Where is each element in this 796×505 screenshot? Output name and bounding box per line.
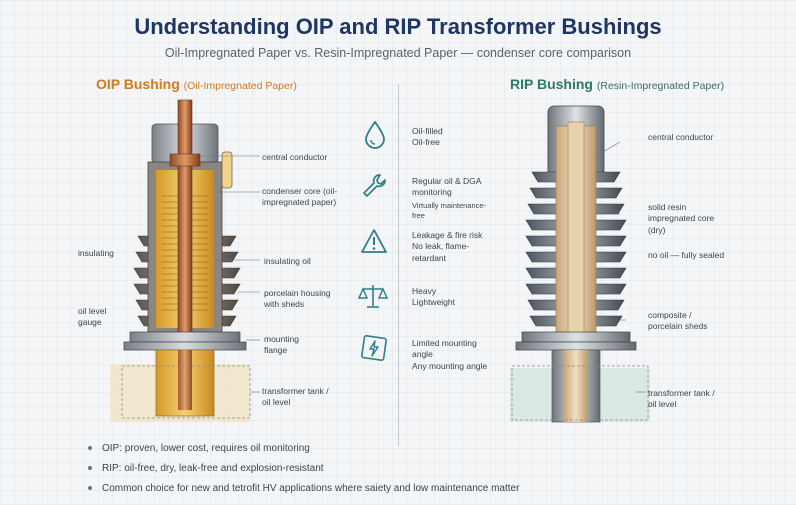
comparison-mounting: Limited mounting angle Any mounting angl…	[412, 338, 487, 372]
comparison-oil-oip: Oil-filled	[412, 126, 443, 136]
comparison-weight-oip: Heavy	[412, 286, 437, 296]
rip-label-composite: composite / porcelain sheds	[648, 310, 708, 332]
bullet-dot	[88, 466, 92, 470]
comparison-maintenance: Regular oil & DGA monitoring Virtually m…	[412, 176, 494, 221]
comparison-weight: Heavy Lightweight	[412, 286, 455, 309]
wrench-icon	[363, 174, 386, 197]
oip-heading: OIP Bushing (Oil-Impregnated Paper)	[96, 76, 297, 92]
bullet-common: Common choice for new and tetrofit HV ap…	[88, 478, 519, 498]
comparison-risk-rip: No leak, flame-retardant	[412, 241, 470, 263]
rip-heading-main: RIP Bushing	[510, 76, 593, 92]
oip-heading-sub: (Oil-Impregnated Paper)	[183, 80, 297, 92]
comparison-maintenance-oip: Regular oil & DGA monitoring	[412, 176, 481, 198]
comparison-oil-rip: Oil-free	[412, 137, 440, 148]
oip-label-insulating-oil: insulating oil	[264, 256, 311, 266]
oip-label-mounting-flange: mounting flange	[264, 334, 299, 356]
center-divider	[398, 84, 399, 446]
droplet-icon	[365, 120, 385, 149]
oip-label-tank: transformer tank / oil level	[262, 386, 329, 408]
rip-label-no-oil: no oil — fully sealed	[648, 250, 725, 260]
bullet-oip-text: OIP: proven, lower cost, requires oil mo…	[102, 442, 310, 454]
comparison-risk-oip: Leakage & fire risk	[412, 230, 483, 240]
oip-label-condenser-core: condenser core (oil-impregnated paper)	[262, 186, 338, 208]
page-title: Understanding OIP and RIP Transformer Bu…	[134, 14, 662, 39]
rip-heading: RIP Bushing (Resin-Impregnated Paper)	[510, 76, 724, 92]
rip-label-tank: transformer tank / oil level	[648, 388, 715, 410]
bullet-rip: RIP: oil-free, dry, leak-free and explos…	[88, 458, 519, 478]
oip-label-porcelain-housing: porcelain housing with sheds	[264, 288, 331, 310]
summary-bullets: OIP: proven, lower cost, requires oil mo…	[88, 438, 519, 498]
oip-heading-main: OIP Bushing	[96, 76, 180, 92]
bullet-dot	[88, 446, 92, 450]
comparison-weight-rip: Lightweight	[412, 297, 456, 308]
scale-icon	[358, 285, 388, 308]
rip-label-central-conductor: central conductor	[648, 132, 714, 142]
lightning-icon	[361, 335, 387, 361]
comparison-maintenance-rip: Virtually maintenance-free	[412, 200, 487, 221]
warning-icon	[361, 229, 387, 253]
bullet-common-text: Common choice for new and tetrofit HV ap…	[102, 482, 520, 494]
oip-label-central-conductor: central conductor	[262, 152, 328, 162]
bullet-oip: OIP: proven, lower cost, requires oil mo…	[88, 438, 519, 458]
comparison-mounting-oip: Limited mounting angle	[412, 338, 477, 360]
bullet-dot	[88, 486, 92, 490]
oip-label-insulating: insulating	[78, 248, 114, 258]
rip-bushing-illustration	[510, 105, 650, 423]
rip-label-solid-resin: solid resin impregnated core (dry)	[648, 202, 715, 235]
oip-bushing-illustration	[110, 99, 260, 422]
bullet-rip-text: RIP: oil-free, dry, leak-free and explos…	[102, 462, 324, 474]
comparison-mounting-rip: Any mounting angle	[412, 360, 488, 371]
comparison-oil: Oil-filled Oil-free	[412, 126, 443, 149]
page-subtitle: Oil-Impregnated Paper vs. Resin-Impregna…	[164, 46, 632, 60]
rip-heading-sub: (Resin-Impregnated Paper)	[596, 80, 725, 92]
oip-label-oil-level-gauge: oil level gauge	[78, 306, 107, 328]
comparison-risk: Leakage & fire risk No leak, flame-retar…	[412, 230, 492, 264]
